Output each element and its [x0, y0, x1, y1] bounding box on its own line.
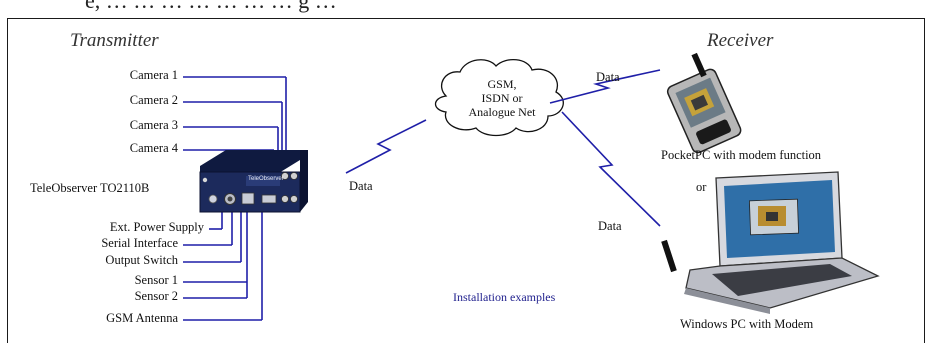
cloud-line-2: ISDN or [481, 91, 523, 105]
header-fragment: e, … … … … … … … g … [85, 0, 337, 13]
installation-examples-note: Installation examples [453, 290, 556, 304]
pocketpc-device [666, 52, 742, 154]
laptop-device [661, 171, 880, 314]
cloud-pc-link [561, 111, 661, 227]
network-cloud [434, 59, 564, 137]
device-label: TeleObserver TO2110B [30, 181, 150, 195]
ext-power-supply-label: Ext. Power Supply [109, 220, 204, 234]
camera-4-label: Camera 4 [129, 141, 178, 155]
receiver-title: Receiver [707, 30, 774, 51]
transmitter-cloud-link [345, 119, 427, 174]
camera-wires [183, 76, 287, 158]
camera-1-label: Camera 1 [129, 68, 178, 82]
teleobserver-device [199, 150, 308, 213]
or-text: or [696, 180, 707, 194]
cloud-line-3: Analogue Net [468, 105, 536, 119]
transmitter-title: Transmitter [70, 30, 159, 51]
transmitter-data-label: Data [349, 179, 373, 193]
output-switch-label: Output Switch [105, 253, 178, 267]
sensor-1-label: Sensor 1 [134, 273, 178, 287]
camera-3-label: Camera 3 [129, 118, 178, 132]
cloud-line-1: GSM, [487, 77, 517, 91]
device-face-text: TeleObserver [248, 176, 284, 182]
output-wires [183, 210, 263, 321]
gsm-antenna-label: GSM Antenna [106, 311, 178, 325]
pocketpc-data-label: Data [596, 70, 620, 84]
pocketpc-caption: PocketPC with modem function [661, 148, 822, 162]
camera-2-label: Camera 2 [129, 93, 178, 107]
diagram-frame [7, 18, 925, 343]
cloud-text: GSM, ISDN or Analogue Net [452, 77, 552, 119]
serial-interface-label: Serial Interface [101, 236, 178, 250]
sensor-2-label: Sensor 2 [134, 289, 178, 303]
pc-caption: Windows PC with Modem [680, 317, 814, 331]
cloud-pocketpc-link [549, 69, 661, 104]
pc-data-label: Data [598, 219, 622, 233]
